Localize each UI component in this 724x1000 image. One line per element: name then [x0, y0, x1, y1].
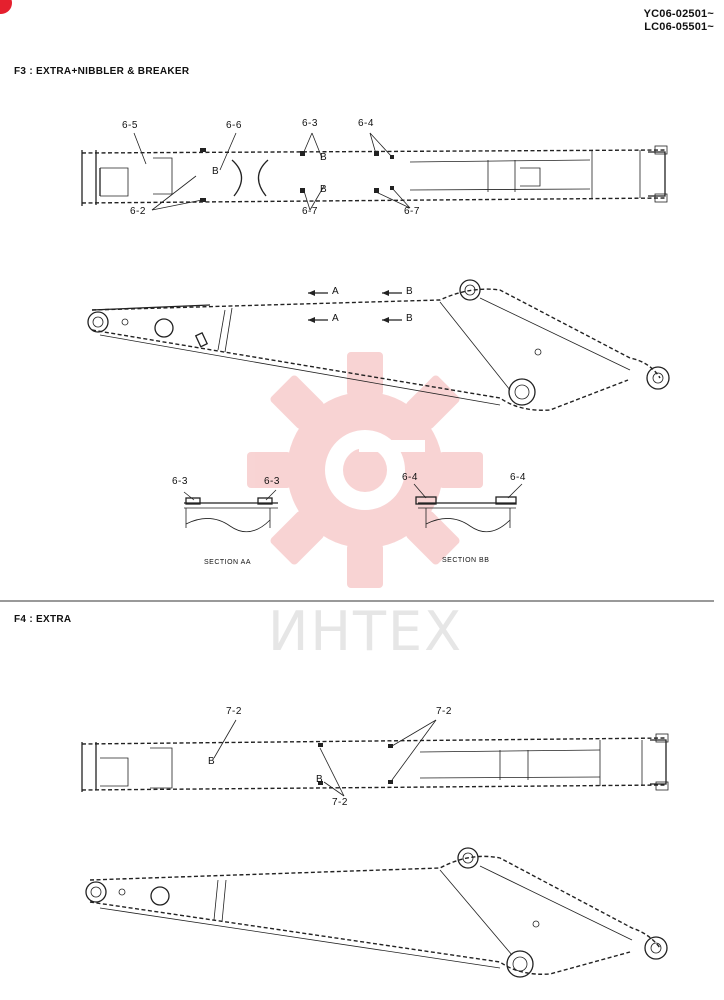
section-f4-title: F4 : EXTRA [14, 614, 72, 625]
section-arrow-a-top: A [332, 286, 340, 297]
f4-top-view-boom [81, 719, 669, 797]
callout-6-5: 6-5 [122, 120, 138, 131]
watermark-text: ИНТЕХ [268, 600, 464, 663]
section-bb-caption: SECTION BB [442, 557, 490, 564]
callout-6-7-right: 6-7 [404, 206, 420, 217]
serial-range: YC06-02501~ LC06-05501~ [644, 8, 714, 34]
callout-6-3: 6-3 [302, 118, 318, 129]
callout-7-2-bottom: 7-2 [332, 797, 348, 808]
section-bb-callout-left: 6-4 [402, 472, 418, 483]
callout-6-6: 6-6 [226, 120, 242, 131]
section-aa-callout-left: 6-3 [172, 476, 188, 487]
section-arrow-b-top: B [406, 286, 414, 297]
section-aa-drawing [183, 489, 278, 533]
section-aa-callout-right: 6-3 [264, 476, 280, 487]
f4-weld-mark-b-2: B [316, 774, 324, 785]
f3-top-view-boom [81, 132, 668, 211]
section-bb-drawing [413, 483, 523, 533]
section-arrow-a-bottom: A [332, 313, 340, 324]
section-bb-callout-right: 6-4 [510, 472, 526, 483]
section-aa-caption: SECTION AA [204, 559, 252, 566]
corner-badge-icon [0, 0, 12, 14]
callout-6-2: 6-2 [130, 206, 146, 217]
serial-number-2: LC06-05501~ [644, 21, 714, 33]
weld-mark-b-3: B [320, 184, 328, 195]
callout-6-4: 6-4 [358, 118, 374, 129]
f4-side-view-boom [85, 847, 668, 978]
section-arrow-b-bottom: B [406, 313, 414, 324]
f3-side-view-boom [87, 279, 670, 411]
callout-6-7-left: 6-7 [302, 206, 318, 217]
callout-7-2-right: 7-2 [436, 706, 452, 717]
callout-7-2-left: 7-2 [226, 706, 242, 717]
serial-number-1: YC06-02501~ [643, 8, 714, 20]
weld-mark-b-1: B [212, 166, 220, 177]
section-f3-title: F3 : EXTRA+NIBBLER & BREAKER [14, 66, 190, 77]
weld-mark-b-2: B [320, 152, 328, 163]
f4-weld-mark-b-1: B [208, 756, 216, 767]
